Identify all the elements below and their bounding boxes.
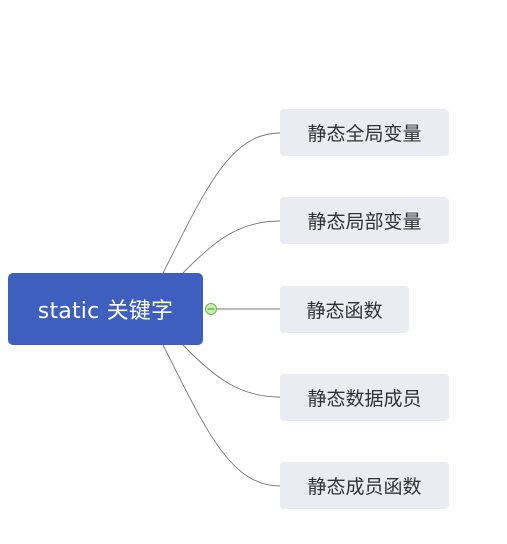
root-topic[interactable]: static 关键字	[8, 273, 203, 345]
branch-topic[interactable]: 静态局部变量	[280, 197, 449, 244]
branch-topic-label: 静态数据成员	[307, 388, 422, 410]
branch-topic-label: 静态局部变量	[307, 211, 422, 233]
branch-topic[interactable]: 静态数据成员	[280, 374, 449, 421]
branch-topic[interactable]: 静态成员函数	[280, 462, 449, 509]
branch-topic[interactable]: 静态函数	[280, 286, 409, 333]
branch-topic-label: 静态函数	[306, 300, 383, 322]
edge-branch-2	[182, 220, 281, 274]
root-topic-label: static 关键字	[37, 299, 174, 324]
branch-topic[interactable]: 静态全局变量	[280, 109, 449, 156]
edge-branch-4	[182, 344, 281, 398]
branch-topic-label: 静态全局变量	[307, 123, 422, 145]
minus-circle-icon[interactable]	[205, 303, 217, 315]
branch-topic-label: 静态成员函数	[307, 476, 422, 498]
edge-branch-1	[162, 132, 281, 274]
edge-branch-5	[162, 344, 281, 487]
